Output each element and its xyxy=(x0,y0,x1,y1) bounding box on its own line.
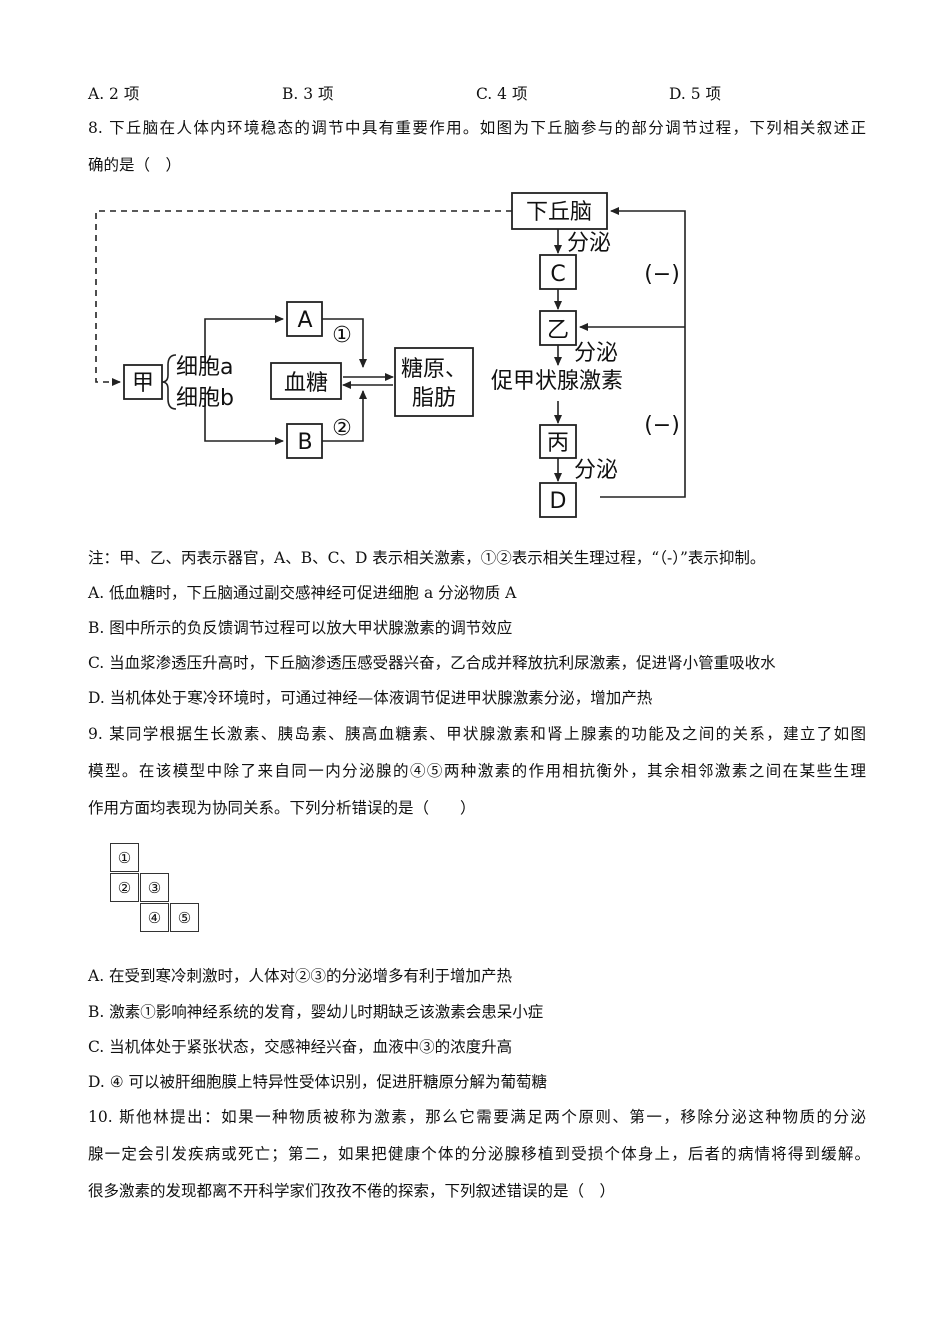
b-box xyxy=(286,423,323,459)
hypothalamus-label: 下丘脑 xyxy=(526,200,592,225)
organ-jia-box xyxy=(123,364,163,400)
q9-option-c: C. 当机体处于紧张状态，交感神经兴奋，血液中③的浓度升高 xyxy=(88,1038,513,1056)
a-box xyxy=(286,301,323,337)
process-1-label: ① xyxy=(332,323,352,348)
q9-stem-line-1: 9. 某同学根据生长激素、胰岛素、胰高血糖素、甲状腺激素和肾上腺素的功能及之间的… xyxy=(88,725,866,743)
process-2-label: ② xyxy=(332,416,352,441)
q8-stem-line-2: 确的是（ ） xyxy=(88,156,182,174)
q10-stem-line-2: 腺一定会引发疾病或死亡；第二，如果把健康个体的分泌腺移植到受损个体身上，后者的病… xyxy=(88,1145,870,1163)
fat-label: 脂肪 xyxy=(412,386,456,411)
organ-bing-box xyxy=(539,424,577,459)
grid-cell-3: ③ xyxy=(140,873,169,902)
organ-yi-box xyxy=(539,310,577,346)
glycogen-label: 糖原、 xyxy=(401,357,467,382)
grid-cell-2: ② xyxy=(110,873,139,902)
organ-yi-label: 乙 xyxy=(547,318,569,343)
tsh-label: 促甲状腺激素 xyxy=(491,369,623,394)
blood-sugar-box xyxy=(270,362,342,400)
q7-option-b: B. 3 项 xyxy=(282,85,334,103)
brace xyxy=(161,354,177,410)
q10-stem-line-1: 10. 斯他林提出：如果一种物质被称为激素，那么它需要满足两个原则、第一，移除分… xyxy=(88,1108,866,1126)
q8-option-c: C. 当血浆渗透压升高时，下丘脑渗透压感受器兴奋，乙合成并释放抗利尿激素，促进肾… xyxy=(88,654,776,672)
blood-sugar-label: 血糖 xyxy=(284,371,328,396)
q7-option-a: A. 2 项 xyxy=(88,85,140,103)
q9-option-b: B. 激素①影响神经系统的发育，婴幼儿时期缺乏该激素会患呆小症 xyxy=(88,1003,544,1021)
organ-bing-label: 丙 xyxy=(547,431,569,456)
q9-stem-line-2: 模型。在该模型中除了来自同一内分泌腺的④⑤两种激素的作用相抗衡外，其余相邻激素之… xyxy=(88,762,866,780)
q8-regulation-diagram: 下丘脑 分泌 C 乙 分泌 促甲状腺激素 丙 分泌 D (−) (−) 甲 细胞… xyxy=(95,192,686,518)
hypothalamus-box xyxy=(511,192,608,230)
q8-option-d: D. 当机体处于寒冷环境时，可通过神经—体液调节促进甲状腺激素分泌，增加产热 xyxy=(88,689,653,707)
secrete-label-1: 分泌 xyxy=(567,231,611,256)
c-box xyxy=(539,254,577,290)
b-label: B xyxy=(297,430,312,455)
a-label: A xyxy=(297,308,312,333)
secrete-label-3: 分泌 xyxy=(574,458,618,483)
cell-b-label: 细胞b xyxy=(176,386,234,411)
d-box xyxy=(539,482,577,518)
q10-stem-line-3: 很多激素的发现都离不开科学家们孜孜不倦的探索，下列叙述错误的是（ ） xyxy=(88,1182,616,1200)
q9-stem-line-3: 作用方面均表现为协同关系。下列分析错误的是（ ） xyxy=(88,799,476,817)
glycogen-fat-box xyxy=(394,347,474,417)
grid-cell-4: ④ xyxy=(140,903,169,932)
q8-note: 注：甲、乙、丙表示器官，A、B、C、D 表示相关激素，①②表示相关生理过程，“（… xyxy=(88,549,766,567)
q8-option-b: B. 图中所示的负反馈调节过程可以放大甲状腺激素的调节效应 xyxy=(88,619,513,637)
q8-option-a: A. 低血糖时，下丘脑通过副交感神经可促进细胞 a 分泌物质 A xyxy=(88,584,517,602)
grid-cell-5: ⑤ xyxy=(170,903,199,932)
inhibit-label-bottom: (−) xyxy=(644,413,680,438)
grid-cell-1: ① xyxy=(110,843,139,872)
secrete-label-2: 分泌 xyxy=(574,341,618,366)
q8-stem-line-1: 8. 下丘脑在人体内环境稳态的调节中具有重要作用。如图为下丘脑参与的部分调节过程… xyxy=(88,119,866,137)
q7-option-c: C. 4 项 xyxy=(476,85,528,103)
inhibit-label-top: (−) xyxy=(644,262,680,287)
q9-option-d: D. ④ 可以被肝细胞膜上特异性受体识别，促进肝糖原分解为葡萄糖 xyxy=(88,1073,548,1091)
c-label: C xyxy=(550,262,565,287)
organ-jia-label: 甲 xyxy=(132,371,154,396)
q7-option-d: D. 5 项 xyxy=(669,85,722,103)
d-label: D xyxy=(550,489,567,514)
q9-option-a: A. 在受到寒冷刺激时，人体对②③的分泌增多有利于增加产热 xyxy=(88,967,513,985)
cell-a-label: 细胞a xyxy=(176,355,233,380)
